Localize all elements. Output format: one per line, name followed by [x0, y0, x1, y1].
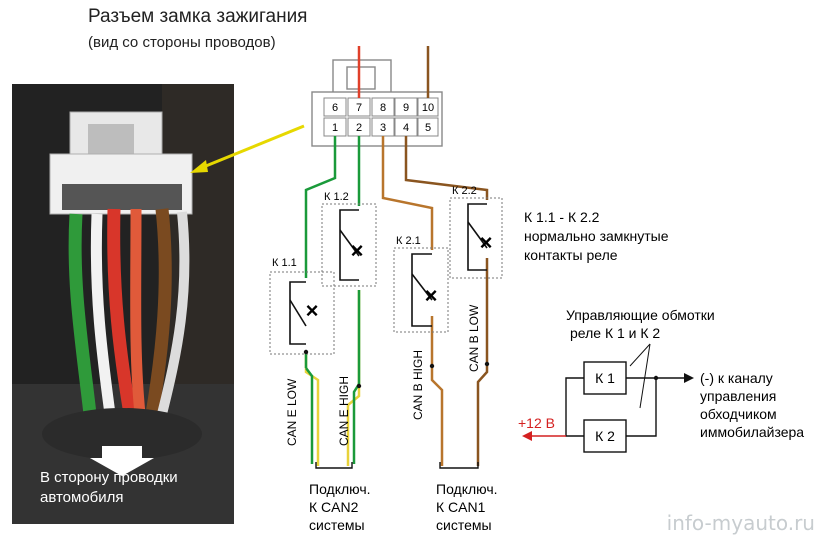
- coils-note-line1: Управляющие обмотки: [566, 307, 715, 323]
- photo-caption-line2: автомобиля: [40, 489, 124, 506]
- connector-pins: 6 7 8 9 10 1 2 3 4 5: [323, 97, 439, 137]
- relay-k22: × К 2.2: [449, 185, 503, 279]
- relay-k21: × К 2.1: [393, 235, 449, 333]
- can-wires: [304, 136, 489, 466]
- can1-label-line2: К CAN1: [436, 499, 486, 515]
- coils-pointer: [629, 343, 651, 367]
- junction-dots: [303, 349, 490, 389]
- contacts-note-line1: К 1.1 - К 2.2: [524, 209, 600, 225]
- can2-label-line2: К CAN2: [309, 499, 359, 515]
- arrow-head-icon: [190, 160, 208, 173]
- relay-k11: × К 1.1: [269, 257, 335, 355]
- arrow-down-icon: [90, 446, 154, 476]
- relay-label: К 1.1: [272, 257, 297, 269]
- label-can-e-low: CAN E LOW: [285, 378, 299, 446]
- control-note-line2: управления: [700, 388, 776, 404]
- relay-label: К 2.2: [452, 185, 477, 197]
- diagram-title: Разъем замка зажигания: [88, 6, 308, 27]
- coil-k2-label: К 2: [595, 428, 615, 444]
- label-can-b-low: CAN B LOW: [467, 304, 481, 372]
- watermark: info-myauto.ru: [666, 511, 815, 535]
- svg-text:×: ×: [480, 230, 493, 255]
- label-can-b-high: CAN B HIGH: [411, 350, 425, 420]
- arrow-right-icon: [684, 373, 694, 383]
- coil-k2: К 2: [583, 419, 627, 453]
- connector-photo-illustration: [12, 84, 234, 524]
- label-can-e-high: CAN E HIGH: [337, 376, 351, 446]
- coils-note-line2: реле К 1 и К 2: [570, 325, 660, 341]
- control-note-line3: обходчиком: [700, 406, 777, 422]
- connector-photo: [12, 84, 234, 524]
- pin-label: 2: [356, 122, 362, 134]
- contacts-note-line3: контакты реле: [524, 247, 618, 263]
- relay-label: К 2.1: [396, 235, 421, 247]
- svg-text:×: ×: [425, 283, 438, 308]
- arrow-left-icon: [522, 431, 532, 441]
- relay-label: К 1.2: [324, 191, 349, 203]
- svg-text:×: ×: [351, 238, 364, 263]
- pin-label: 4: [403, 122, 409, 134]
- can2-label-line1: Подключ.: [309, 481, 371, 497]
- control-note-line1: (-) к каналу: [700, 370, 773, 386]
- photo-caption: В сторону проводки автомобиля: [40, 468, 178, 508]
- can1-label-line3: системы: [436, 517, 492, 533]
- can2-label-line3: системы: [309, 517, 365, 533]
- pin-label: 6: [332, 102, 338, 114]
- pin-label: 8: [380, 102, 386, 114]
- connector-latch: [332, 59, 392, 94]
- relay-k12: × К 1.2: [321, 191, 377, 287]
- can1-label-line1: Подключ.: [436, 481, 498, 497]
- pin-label: 1: [332, 122, 338, 134]
- pin-label: 9: [403, 102, 409, 114]
- bracket-can2: [315, 462, 353, 469]
- pin-label: 10: [422, 102, 434, 114]
- pin-label: 3: [380, 122, 386, 134]
- pin-label: 5: [425, 122, 431, 134]
- plus12-label: +12 В: [518, 415, 555, 431]
- pin-label: 7: [356, 102, 362, 114]
- contacts-note-line2: нормально замкнутые: [524, 228, 669, 244]
- coil-k1: К 1: [583, 361, 627, 395]
- coil-k1-label: К 1: [595, 370, 615, 386]
- bracket-can1: [439, 462, 479, 469]
- diagram-subtitle: (вид со стороны проводов): [88, 34, 276, 51]
- photo-caption-line1: В сторону проводки: [40, 469, 178, 486]
- pointer-arrow: [195, 124, 305, 172]
- control-note-line4: иммобилайзера: [700, 424, 804, 440]
- svg-text:×: ×: [306, 298, 319, 323]
